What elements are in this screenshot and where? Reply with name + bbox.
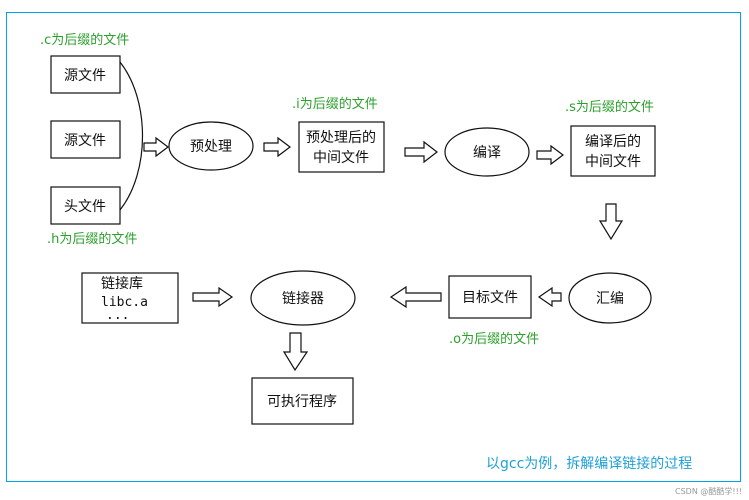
header-file-label: 头文件: [64, 199, 106, 215]
arrow-down-1: [598, 203, 624, 241]
preprocess-label: 预处理: [190, 139, 232, 155]
arrow-right-4: [536, 144, 564, 166]
h-suffix-note: .h为后缀的文件: [47, 231, 137, 247]
arrow-right-1: [143, 136, 169, 158]
preprocessed-label-line1: 预处理后的: [306, 130, 376, 146]
library-ellipsis: ...: [106, 308, 129, 323]
c-suffix-note: .c为后缀的文件: [40, 32, 129, 48]
compile-ellipse: [444, 127, 530, 177]
arrow-right-2: [263, 136, 291, 158]
linker-label: 链接器: [282, 290, 324, 307]
s-suffix-note: .s为后缀的文件: [565, 99, 654, 115]
compiled-label-line1: 编译后的: [585, 134, 641, 150]
arrow-left-2: [389, 285, 442, 309]
diagram-frame: [6, 12, 741, 482]
arrow-down-2: [282, 332, 309, 372]
library-title: 链接库: [101, 275, 143, 292]
diagram-caption: 以gcc为例，拆解编译链接的过程: [486, 455, 692, 472]
linker-ellipse: [250, 270, 356, 326]
object-file-box: [448, 275, 532, 319]
source-file-box-2: [50, 120, 121, 159]
executable-box: [251, 377, 354, 425]
compiled-file-box: [570, 125, 656, 177]
arrow-left-1: [537, 286, 562, 308]
watermark: CSDN @酷酷学!!!: [675, 486, 742, 496]
preprocessed-file-box: [298, 121, 385, 173]
source-file-box-1: [50, 55, 121, 94]
preprocessed-label-line2: 中间文件: [313, 150, 369, 166]
source-file-label-1: 源文件: [64, 68, 106, 84]
assemble-label: 汇编: [596, 291, 624, 307]
assemble-ellipse: [568, 272, 652, 324]
compile-label: 编译: [473, 145, 501, 161]
arrow-right-3: [404, 140, 438, 164]
library-name: libc.a: [101, 295, 148, 310]
header-file-box: [50, 186, 121, 225]
compiled-label-line2: 中间文件: [585, 154, 641, 170]
executable-label: 可执行程序: [267, 394, 337, 410]
merge-bracket: [119, 61, 143, 211]
i-suffix-note: .i为后缀的文件: [292, 96, 378, 112]
source-file-label-2: 源文件: [64, 133, 106, 149]
o-suffix-note: .o为后缀的文件: [449, 331, 539, 347]
arrow-right-5: [192, 286, 234, 308]
preprocess-ellipse: [168, 121, 254, 171]
object-file-label: 目标文件: [462, 290, 518, 306]
library-box: [81, 272, 179, 324]
